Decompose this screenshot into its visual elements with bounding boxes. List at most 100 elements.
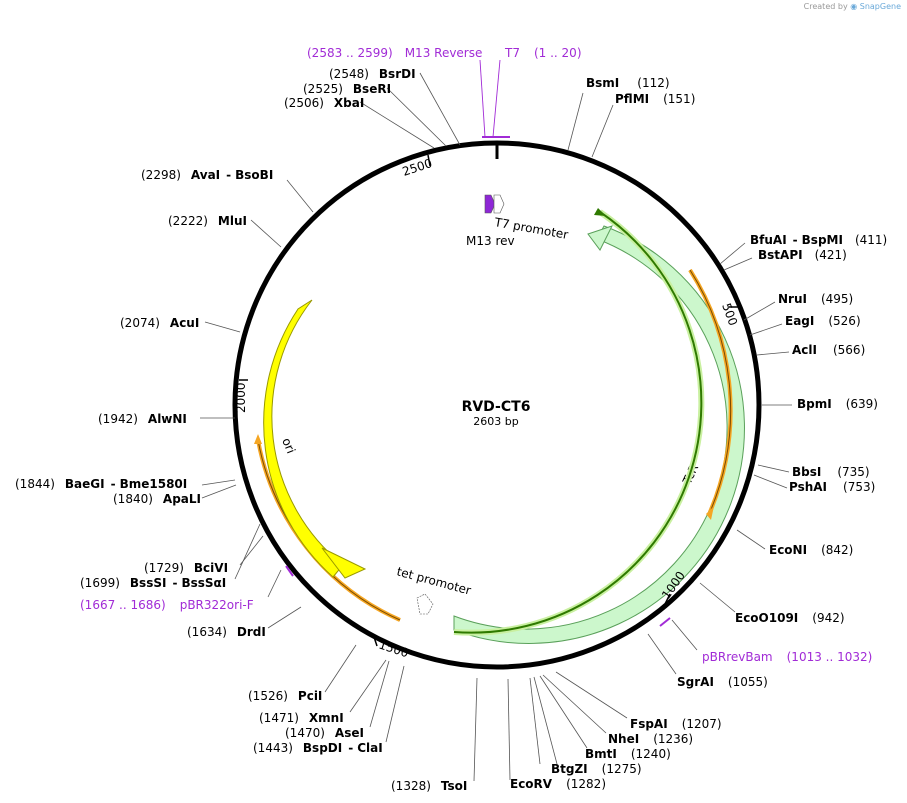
leader-pflMI	[591, 104, 614, 158]
site-bbsI[interactable]: BbsI(735)	[792, 465, 870, 479]
tet-promoter-feature[interactable]	[416, 593, 434, 615]
leader-tsoI	[473, 677, 478, 782]
orf-arc-green	[453, 211, 703, 634]
leader-btgZI	[533, 676, 558, 765]
site-ecoNI[interactable]: EcoNI(842)	[769, 543, 853, 557]
leader-bsrDI	[419, 72, 461, 146]
site-bmtI[interactable]: BmtI(1240)	[585, 747, 671, 761]
orf-arc-left	[256, 439, 401, 622]
site-bstAPI[interactable]: BstAPI(421)	[758, 248, 847, 262]
site-btgZI[interactable]: BtgZI(1275)	[551, 762, 642, 776]
leader-mluI	[250, 219, 282, 248]
ori-label: ori	[279, 436, 298, 456]
site-fspAI[interactable]: FspAI(1207)	[630, 717, 722, 731]
orf-right-arrowhead	[706, 506, 714, 520]
site-acuI[interactable]: (2074)AcuI	[120, 316, 199, 330]
ori-arrowhead	[321, 547, 367, 579]
site-nheI[interactable]: NheI(1236)	[608, 732, 693, 746]
site-alwNI[interactable]: (1942)AlwNI	[98, 412, 187, 426]
credit-prefix: Created by	[803, 2, 848, 11]
site-pflMI[interactable]: PflMI(151)	[615, 92, 695, 106]
leader-bbsI	[757, 464, 790, 473]
tick-mark-2500	[427, 154, 431, 167]
site-pciI[interactable]: (1526)PciI	[248, 689, 322, 703]
plasmid-name: RVD-CT6	[462, 399, 531, 415]
site-aseI[interactable]: (1470)AseI	[285, 726, 364, 740]
m13-rev-feature[interactable]	[484, 194, 496, 214]
site-bpmI[interactable]: BpmI(639)	[797, 397, 878, 411]
snapgene-credit: Created by ◉ SnapGene	[804, 2, 901, 11]
ori-feature[interactable]	[263, 299, 344, 578]
site-nruI[interactable]: NruI(495)	[778, 292, 853, 306]
leader-pshAI	[753, 474, 788, 489]
leader-avaI	[286, 179, 314, 213]
orf-green-arrowhead	[594, 208, 606, 216]
site-bseRI[interactable]: (2525)BseRI	[303, 82, 391, 96]
primer-t7[interactable]: T7(1 .. 20)	[504, 46, 582, 60]
site-bsmI[interactable]: BsmI(112)	[586, 76, 670, 90]
site-baeGI[interactable]: (1844)BaeGI-Bme1580I	[15, 477, 187, 491]
credit-brand: SnapGene	[859, 2, 901, 11]
t7-promoter-feature[interactable]	[493, 194, 505, 214]
site-aclI[interactable]: AclI(566)	[792, 343, 865, 357]
site-ecoRV[interactable]: EcoRV(1282)	[510, 777, 606, 791]
site-mluI[interactable]: (2222)MluI	[168, 214, 247, 228]
leader-eagI	[749, 323, 783, 336]
site-tsoI[interactable]: (1328)TsoI	[391, 779, 467, 793]
tick-mark-1500	[373, 636, 378, 647]
primer-m13-reverse[interactable]: (2583 .. 2599)M13 Reverse	[307, 46, 482, 60]
leader-ecoRV	[507, 678, 511, 781]
site-xbaI[interactable]: (2506)XbaI	[284, 96, 364, 110]
primer-mark-pbr322ori	[285, 565, 294, 577]
primer-mark-pbrrevbam	[659, 617, 671, 627]
leader-aseI	[369, 660, 390, 728]
leader-sgrAI	[647, 633, 677, 675]
leader-t7	[492, 59, 501, 138]
leader-baeGI	[201, 479, 236, 486]
primer-pbrrevbam[interactable]: pBRrevBam(1013 .. 1032)	[702, 650, 872, 664]
leader-xbaI	[359, 101, 435, 149]
site-avaI[interactable]: (2298)AvaI-BsoBI	[141, 168, 273, 182]
site-sgrAI[interactable]: SgrAI(1055)	[677, 675, 768, 689]
site-ecoO109I[interactable]: EcoO109I(942)	[735, 611, 845, 625]
leader-ecoO109I	[699, 582, 736, 613]
m13-rev-label: M13 rev	[466, 234, 515, 248]
leader-bfuAI	[719, 242, 746, 265]
orf-arc-right-core	[689, 269, 732, 513]
site-drdI[interactable]: (1634)DrdI	[187, 625, 266, 639]
tick-mark-1000	[664, 593, 671, 605]
leader-apaLI	[201, 484, 237, 499]
site-eagI[interactable]: EagI(526)	[785, 314, 861, 328]
site-bsrDI[interactable]: (2548)BsrDI	[329, 67, 416, 81]
leader-bsmI	[567, 92, 584, 151]
leader-bstAPI	[723, 257, 753, 271]
leader-bspDI	[385, 665, 405, 743]
plasmid-length: 2603 bp	[473, 415, 518, 428]
site-bciVI[interactable]: (1729)BciVI	[144, 561, 228, 575]
leader-btgZI-2	[529, 677, 541, 765]
leader-bmtI	[539, 675, 588, 749]
plasmid-backbone	[232, 140, 762, 670]
site-pshAI[interactable]: PshAI(753)	[789, 480, 875, 494]
site-bspDI[interactable]: (1443)BspDI-ClaI	[253, 741, 383, 755]
site-bfuAI[interactable]: BfuAI-BspMI(411)	[750, 233, 887, 247]
tick-label-1500: 1500	[377, 638, 410, 661]
leader-m13-reverse	[479, 59, 486, 138]
site-xmnI[interactable]: (1471)XmnI	[259, 711, 344, 725]
site-apaLI[interactable]: (1840)ApaLI	[113, 492, 201, 506]
leader-bseRI	[386, 87, 447, 147]
leader-pbr322ori	[267, 569, 282, 598]
leader-bssSI	[234, 523, 261, 580]
leader-bciVI	[239, 535, 264, 566]
site-bssSI[interactable]: (1699)BssSI-BssSαI	[80, 576, 226, 590]
tcr-arrowhead	[587, 225, 613, 251]
leader-aclI	[756, 351, 790, 356]
primer-pbr322ori[interactable]: (1667 .. 1686)pBR322ori-F	[80, 598, 254, 612]
leader-pciI	[324, 644, 357, 693]
leader-ecoNI	[736, 529, 766, 550]
leader-acuI	[204, 321, 241, 333]
leader-nheI	[542, 674, 607, 734]
leader-fspAI	[555, 671, 628, 719]
